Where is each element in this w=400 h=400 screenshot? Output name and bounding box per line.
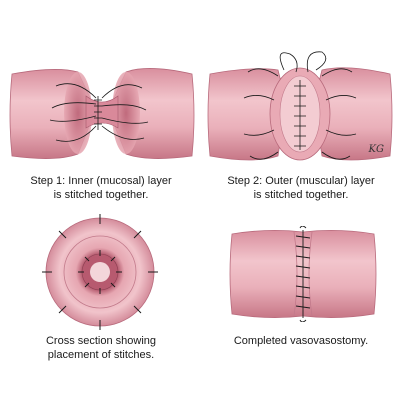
completed-sutures [295,226,311,322]
right-vas-segment [313,67,393,161]
outer-stitches [42,214,158,330]
caption-line: Step 1: Inner (mucosal) layer [30,175,172,187]
caption-line: is stitched together. [53,189,149,201]
step1-caption: Step 1: Inner (mucosal) layer is stitche… [6,174,196,202]
caption-line: Step 2: Outer (muscular) layer [227,175,375,187]
completed-caption: Completed vasovasostomy. [204,334,398,348]
caption-line: is stitched together. [253,189,349,201]
completed-illustration [228,226,378,322]
caption-line: Completed vasovasostomy. [233,335,369,347]
step2-caption: Step 2: Outer (muscular) layer is stitch… [204,174,398,202]
cross-section-caption: Cross section showing placement of stitc… [6,334,196,362]
step2-illustration: KG [204,40,396,170]
inner-stitches [78,250,122,294]
muscular-sutures [243,51,357,160]
mucosal-sutures [49,83,149,142]
left-vas-segment [207,68,287,161]
artist-signature: KG [368,144,384,155]
step1-illustration [6,58,198,168]
caption-line: placement of stitches. [47,349,155,361]
cross-section-illustration [30,212,170,332]
caption-line: Cross section showing [45,335,157,347]
